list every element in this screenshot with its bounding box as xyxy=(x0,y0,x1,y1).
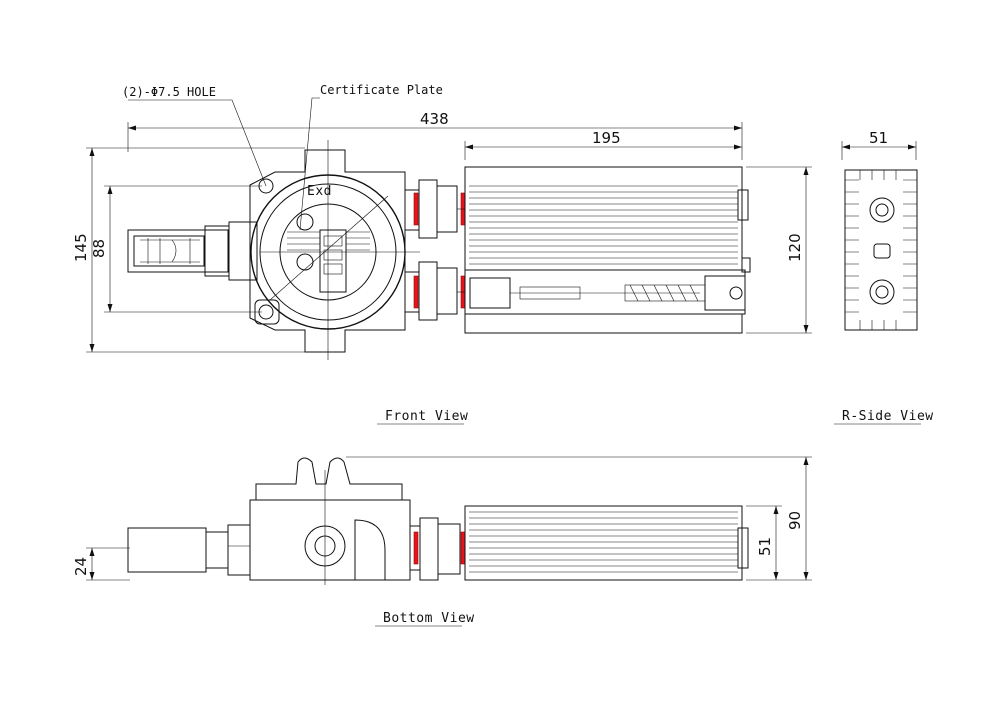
dim-hole-spacing: 88 xyxy=(90,239,108,258)
bottom-view: 90 51 24 xyxy=(72,456,812,585)
dim-bottom-depth: 90 xyxy=(786,511,804,530)
front-view: 438 195 145 88 xyxy=(72,110,751,360)
dim-overall-length: 438 xyxy=(420,110,449,128)
bottom-view-caption: Bottom View xyxy=(383,611,475,626)
plate-leader xyxy=(299,97,320,231)
certificate-plate-callout: Certificate Plate xyxy=(320,83,443,97)
exd-marking: Exd xyxy=(307,184,332,199)
dim-sensor-height: 120 xyxy=(786,233,804,262)
dim-bottom-offset: 24 xyxy=(72,557,90,576)
dim-height-total: 145 xyxy=(72,233,90,262)
hole-callout: (2)-Φ7.5 HOLE xyxy=(122,85,216,99)
dim-bottom-sensor-depth: 51 xyxy=(756,537,774,556)
hole-leader xyxy=(128,99,267,187)
sensor-fins xyxy=(469,185,738,265)
front-view-caption: Front View xyxy=(385,409,468,424)
side-view-caption: R-Side View xyxy=(842,409,934,424)
dim-side-width: 51 xyxy=(869,129,888,147)
side-view: 51 120 xyxy=(746,129,918,334)
dim-sensor-length: 195 xyxy=(592,129,621,147)
